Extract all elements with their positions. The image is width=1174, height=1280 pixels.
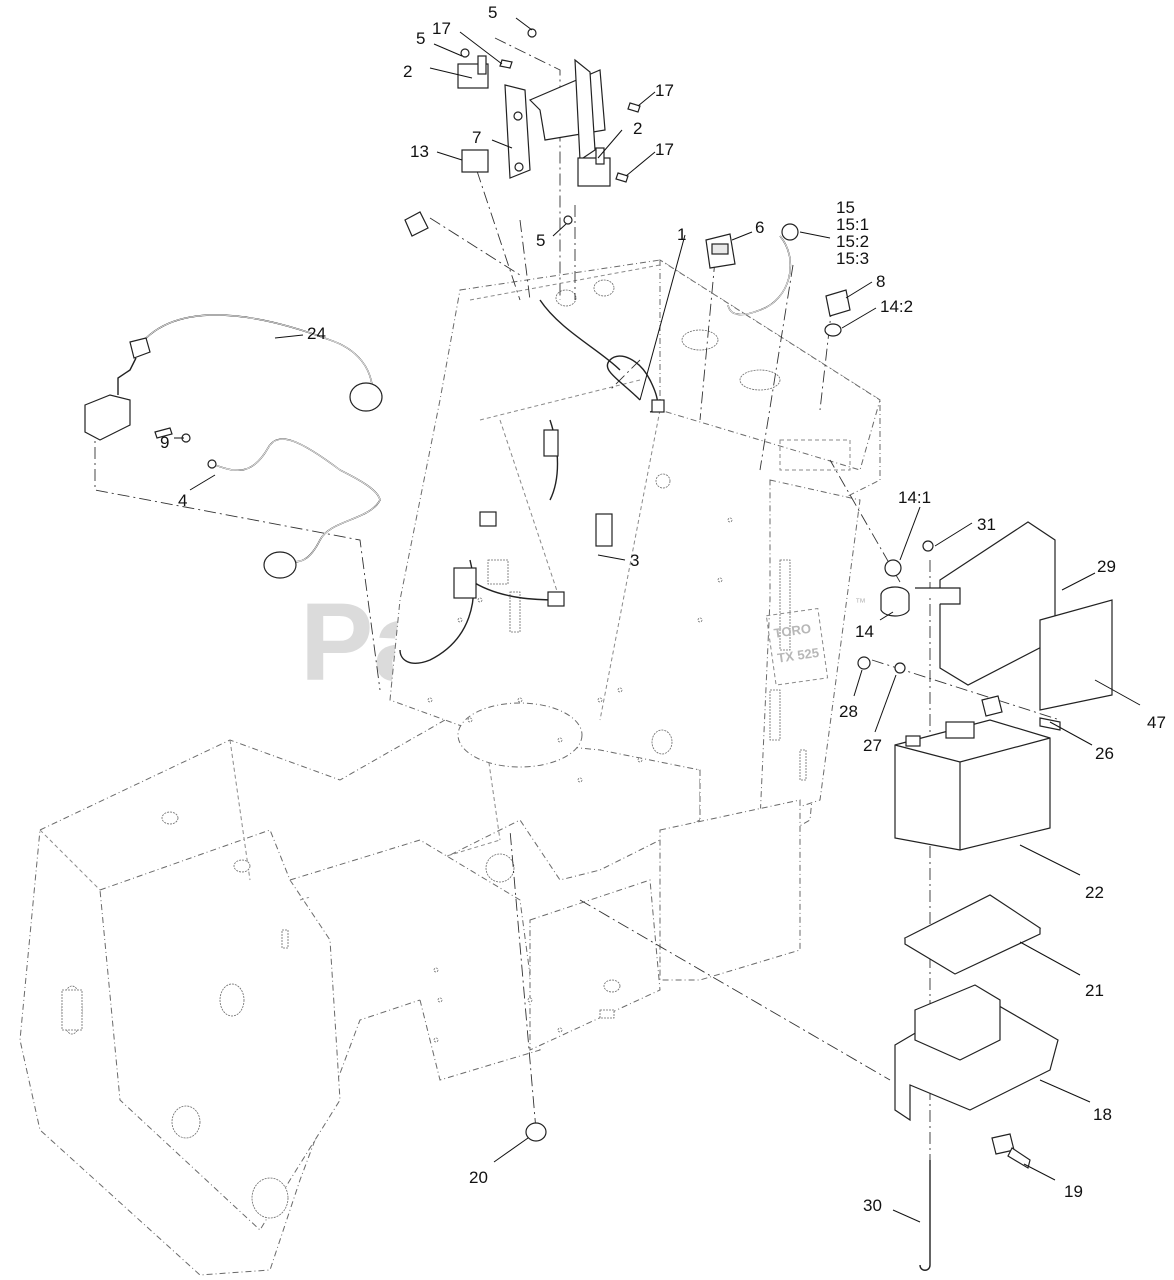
callout-7: 7: [472, 128, 481, 147]
callout-8: 8: [876, 272, 885, 291]
chassis-frame: [19, 699, 701, 1276]
decal-model: TX 525: [776, 645, 820, 666]
callout-47: 47: [1147, 713, 1166, 732]
callout-9: 9: [160, 433, 169, 452]
callout-22: 22: [1085, 883, 1104, 902]
callout-27: 27: [863, 736, 882, 755]
wiring-harness: [399, 299, 665, 664]
decal-brand: TORO: [773, 621, 812, 641]
callout-5-lower: 5: [536, 231, 545, 250]
callout-21: 21: [1085, 981, 1104, 1000]
callout-14-1: 14:1: [898, 488, 931, 507]
callout-15-1: 15:1: [836, 215, 869, 234]
callout-5-left: 5: [416, 29, 425, 48]
callout-18: 18: [1093, 1105, 1112, 1124]
callout-17-lower: 17: [655, 140, 674, 159]
callout-15-2: 15:2: [836, 232, 869, 251]
callout-5-top: 5: [488, 3, 497, 22]
callout-31: 31: [977, 515, 996, 534]
callout-19: 19: [1064, 1182, 1083, 1201]
relay-bracket-assembly: [404, 28, 641, 237]
callout-17-top: 17: [432, 19, 451, 38]
callout-17-mid: 17: [655, 81, 674, 100]
battery-assembly: [525, 521, 1113, 1271]
callout-14-2: 14:2: [880, 297, 913, 316]
watermark-trademark: ™: [855, 597, 866, 609]
tower-frame: TORO TX 525: [389, 259, 881, 1043]
callout-29: 29: [1097, 557, 1116, 576]
callout-28: 28: [839, 702, 858, 721]
callout-4: 4: [178, 491, 187, 510]
callout-13: 13: [410, 142, 429, 161]
callout-20: 20: [469, 1168, 488, 1187]
callout-24: 24: [307, 324, 326, 343]
callout-2-upper: 2: [403, 62, 412, 81]
callout-15-3: 15:3: [836, 249, 869, 268]
callout-3: 3: [630, 551, 639, 570]
callout-2-lower: 2: [633, 119, 642, 138]
starter-solenoid-cables: [84, 314, 383, 579]
callout-14: 14: [855, 622, 874, 641]
callout-labels: 1 2 2 3 4 5 5 5 6 7 8 9 13 14 14:1 14:2 …: [160, 3, 1166, 1215]
callout-26: 26: [1095, 744, 1114, 763]
leader-lines: [174, 17, 1141, 1223]
callout-1: 1: [677, 225, 686, 244]
callout-15: 15: [836, 198, 855, 217]
dash-components: [705, 223, 851, 337]
toro-decal: TORO TX 525: [765, 607, 829, 686]
callout-6: 6: [755, 218, 764, 237]
callout-30: 30: [863, 1196, 882, 1215]
